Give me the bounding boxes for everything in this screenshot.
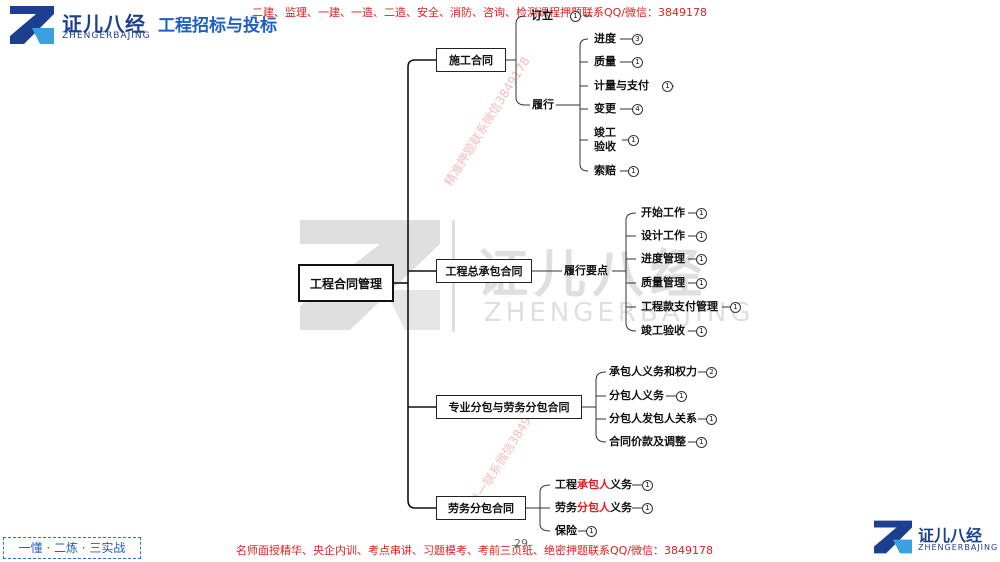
leaf-schedule-management: 进度管理 xyxy=(641,252,685,265)
brand-logo-text: 证儿八经 xyxy=(62,12,146,36)
footer-logo-text: 证儿八经 xyxy=(918,526,983,545)
node-performance: 履行 xyxy=(532,98,554,111)
branch-labor-subcontract: 劳务分包合同 xyxy=(436,496,526,520)
count-badge-icon: 1 xyxy=(676,391,687,402)
count-badge-icon: 1 xyxy=(696,278,707,289)
leaf-contractor-obligations: 工程承包人义务 xyxy=(555,478,632,491)
bottom-ad-banner: 名师面授精华、央企内训、考点串讲、习题模考、考前三页纸、绝密押题联系QQ/微信：… xyxy=(236,544,714,557)
leaf-subcontractor-employer-relation: 分包人发包人关系 xyxy=(609,412,697,425)
leaf-contract-price-adjustment: 合同价款及调整 xyxy=(609,435,686,448)
count-badge-icon: 1 xyxy=(628,166,639,177)
branch-epc-contract: 工程总承包合同 xyxy=(436,259,532,283)
top-ad-banner: 二建、监理、一建、一造、二造、安全、消防、咨询、检测课程押题联系QQ/微信：38… xyxy=(252,6,708,19)
watermark-brand-subtext: ZHENGERBAJING xyxy=(484,298,755,328)
leaf-change: 变更 xyxy=(594,102,616,115)
count-badge-icon: 1 xyxy=(642,503,653,514)
mindmap-root-node: 工程合同管理 xyxy=(298,264,394,302)
leaf-completion-acceptance: 竣工验收 xyxy=(594,126,616,153)
count-badge-icon: 1 xyxy=(632,57,643,68)
count-badge-icon: 1 xyxy=(696,437,707,448)
count-badge-icon: 3 xyxy=(632,34,643,45)
logo-icon xyxy=(10,6,54,44)
leaf-commencement: 开始工作 xyxy=(641,206,685,219)
page-title: 工程招标与投标 xyxy=(158,16,277,36)
leaf-subcontractor-obligations: 分包人义务 xyxy=(609,389,664,402)
branch-construction-contract: 施工合同 xyxy=(436,48,506,72)
count-badge-icon: 1 xyxy=(586,526,597,537)
node-conclusion: 订立 xyxy=(531,9,553,22)
count-badge-icon: 1 xyxy=(696,326,707,337)
count-badge-icon: 1 xyxy=(696,208,707,219)
page-number: 29 xyxy=(514,537,528,550)
leaf-schedule: 进度 xyxy=(594,32,616,45)
count-badge-icon: 1 xyxy=(696,254,707,265)
count-badge-icon: 4 xyxy=(632,104,643,115)
count-badge-icon: 1 xyxy=(642,480,653,491)
count-badge-icon: 1 xyxy=(730,302,741,313)
brand-logo-subtext: ZHENGERBAJING xyxy=(62,31,151,41)
footer-logo-icon xyxy=(874,520,912,554)
count-badge-icon: 1 xyxy=(628,135,639,146)
leaf-insurance: 保险 xyxy=(555,524,577,537)
leaf-quality: 质量 xyxy=(594,55,616,68)
leaf-claim: 索赔 xyxy=(594,164,616,177)
leaf-completion-acceptance: 竣工验收 xyxy=(641,324,685,337)
count-badge-icon: 2 xyxy=(706,367,717,378)
footer-logo-subtext: ZHENGERBAJING xyxy=(918,543,999,552)
node-performance-points: 履行要点 xyxy=(564,264,608,277)
branch-subcontract: 专业分包与劳务分包合同 xyxy=(436,395,582,419)
count-badge-icon: 1 xyxy=(662,81,673,92)
leaf-contractor-obligations-rights: 承包人义务和权力 xyxy=(609,365,697,378)
leaf-payment-management: 工程款支付管理 xyxy=(641,300,718,313)
leaf-design-work: 设计工作 xyxy=(641,229,685,242)
leaf-labor-subcontractor-obligations: 劳务分包人义务 xyxy=(555,501,632,514)
count-badge-icon: 1 xyxy=(696,231,707,242)
count-badge-icon: 1 xyxy=(570,11,581,22)
leaf-measurement-payment: 计量与支付 xyxy=(594,79,649,92)
count-badge-icon: 1 xyxy=(706,414,717,425)
slogan-box: 一懂 · 二炼 · 三实战 xyxy=(3,537,141,559)
leaf-quality-management: 质量管理 xyxy=(641,276,685,289)
